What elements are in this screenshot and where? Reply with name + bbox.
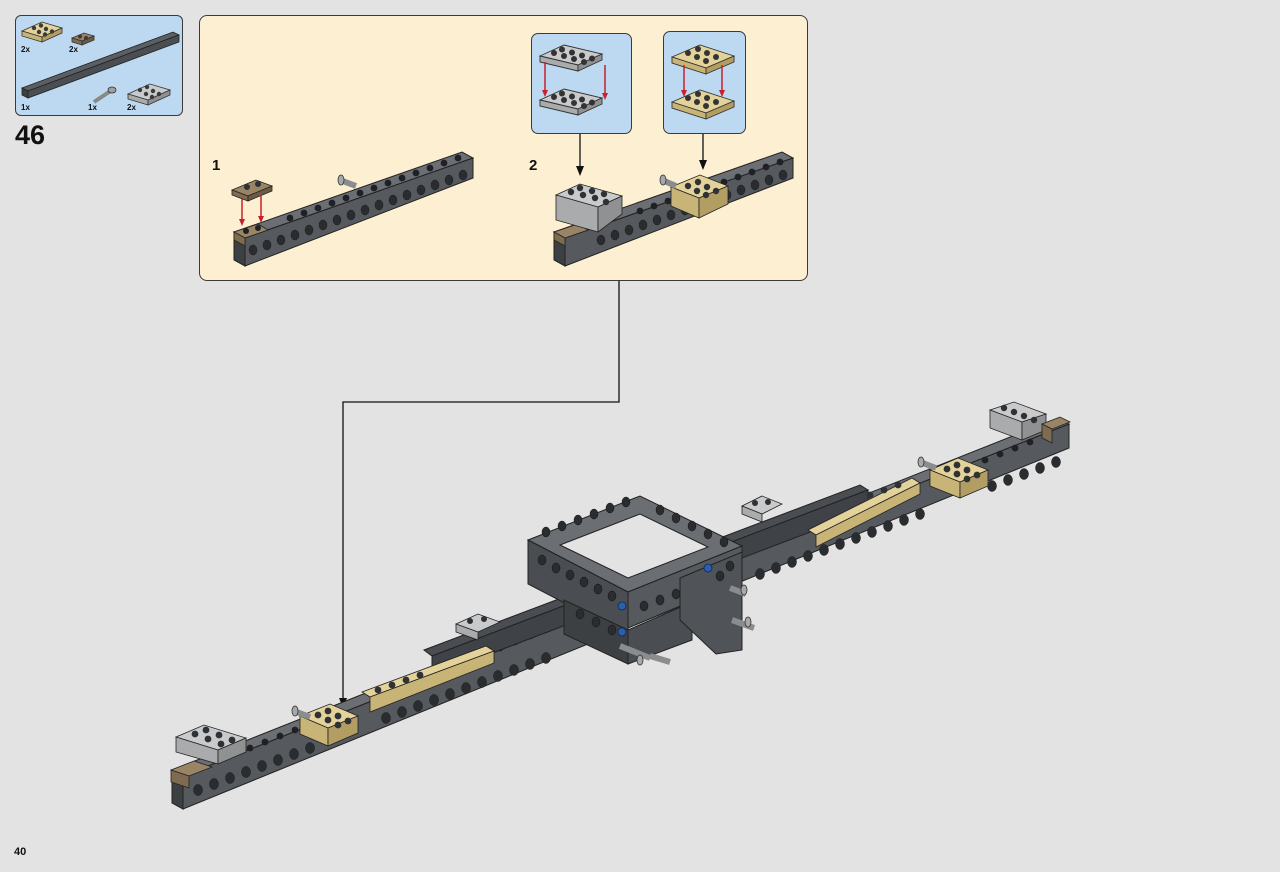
substep-1-plate — [230, 179, 274, 202]
tan-plate-icon — [20, 21, 64, 43]
substep-1-pin — [337, 174, 358, 189]
main-tan-tile-studs — [374, 481, 902, 694]
substep-2-black-arrows — [579, 134, 704, 168]
page-number: 40 — [14, 846, 27, 858]
part-qty: 2x — [69, 45, 78, 54]
part-qty: 1x — [21, 103, 30, 112]
substep-1-studs — [243, 154, 462, 234]
left-tan-plate — [298, 703, 360, 747]
dark-tan-plate-icon — [70, 32, 96, 46]
left-dark-tan-plate — [169, 760, 214, 789]
light-gray-plate-icon — [126, 83, 172, 106]
main-beam-holes — [193, 456, 1061, 796]
substep-1-beam — [232, 151, 475, 267]
substep-label: 2 — [529, 157, 538, 174]
central-gray-pins — [618, 584, 756, 666]
left-pin — [291, 705, 312, 720]
substep-2-pin — [659, 174, 678, 189]
tan-plates-stack-illustration — [670, 44, 736, 120]
substep-1-red-arrows — [239, 195, 264, 226]
right-tan-plate — [928, 457, 990, 499]
left-gray-plate — [174, 724, 248, 765]
part-qty: 2x — [127, 103, 136, 112]
callout-gray-plates — [531, 33, 632, 134]
parts-list-box: 2x 2x 1x 1x 2x — [15, 15, 183, 116]
gray-plates-stack-illustration — [538, 44, 608, 116]
step-number: 46 — [15, 120, 46, 150]
part-qty: 2x — [21, 45, 30, 54]
central-frame-holes — [537, 496, 735, 636]
connector-line — [342, 281, 620, 700]
technic-pin-icon — [92, 86, 117, 104]
substep-1-holes — [248, 169, 468, 256]
right-pin — [917, 456, 938, 471]
parts-list-illustration — [20, 21, 181, 106]
substep-2-gray-plate — [554, 183, 624, 233]
right-gray-plate — [988, 401, 1048, 441]
callout-tan-plates — [663, 31, 746, 134]
substep-label: 1 — [212, 157, 221, 174]
right-dark-tan-plate — [1041, 416, 1071, 444]
technic-beam-icon — [20, 31, 181, 99]
center-right-gray-plate — [741, 495, 783, 523]
center-left-gray-plate — [454, 613, 502, 641]
main-tan-tiles — [361, 477, 921, 713]
substep-2-tan-plate — [669, 174, 730, 219]
central-blue-pins — [617, 563, 713, 637]
part-qty: 1x — [88, 103, 97, 112]
